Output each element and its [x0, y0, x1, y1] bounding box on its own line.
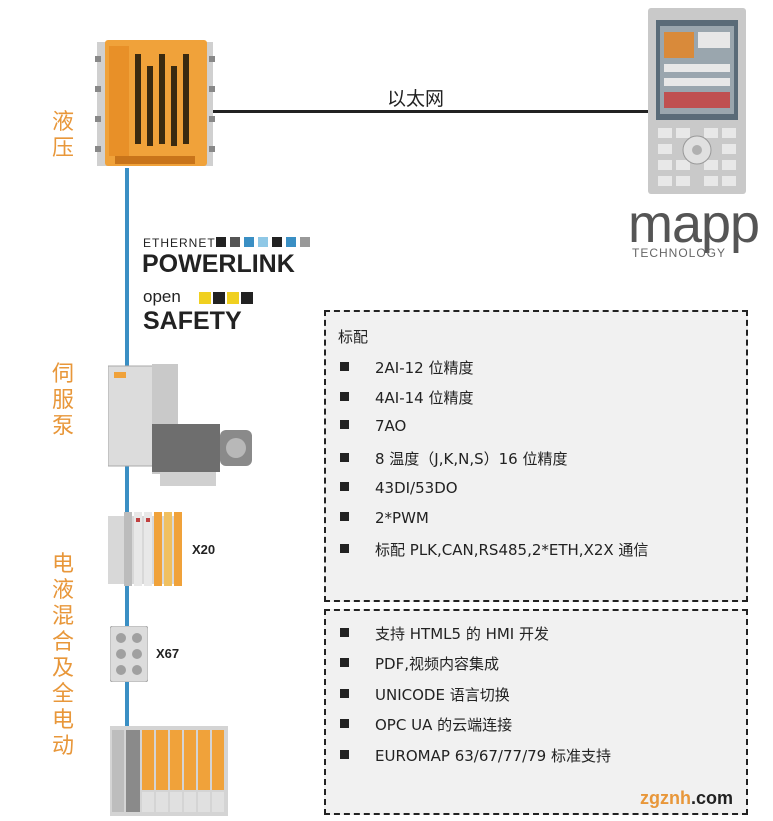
watermark-brand: zgznh: [640, 788, 691, 808]
powerlink-text: POWERLINK: [142, 250, 295, 278]
label-servo-pump: 伺服泵: [51, 362, 74, 439]
bullet-icon: [340, 482, 349, 491]
bullet-icon: [340, 362, 349, 371]
label-hybrid-electric: 电液混合及全电动: [51, 552, 74, 759]
servo-drive-image: [108, 364, 252, 486]
watermark: zgznh.com: [640, 788, 733, 809]
x20-label: X20: [192, 542, 216, 557]
x20-module-image: [108, 512, 182, 586]
list-item: 支持 HTML5 的 HMI 开发: [340, 623, 549, 644]
mapp-technology-label: TECHNOLOGY: [632, 246, 727, 260]
mapp-logo: mapp: [628, 194, 760, 254]
hmi-feature-panel: 支持 HTML5 的 HMI 开发 PDF,视频内容集成 UNICODE 语言切…: [324, 609, 748, 815]
bullet-icon: [340, 392, 349, 401]
ethernet-line: [210, 110, 650, 113]
standard-spec-header: 标配: [338, 328, 369, 346]
list-item: 8 温度（J,K,N,S）16 位精度: [340, 448, 567, 469]
plc-controller-image: [95, 40, 215, 166]
drive-rack-image: [110, 726, 228, 816]
bullet-icon: [340, 658, 349, 667]
opensafety-color-bar: [199, 292, 253, 304]
hmi-panel-image: [648, 8, 746, 194]
watermark-suffix: .com: [691, 788, 734, 808]
bullet-icon: [340, 453, 349, 462]
x67-module-image: [110, 626, 148, 682]
ethernet-text: ETHERNET: [143, 236, 216, 250]
bullet-icon: [340, 628, 349, 637]
list-item: PDF,视频内容集成: [340, 653, 499, 674]
list-item: 2*PWM: [340, 509, 429, 527]
list-item: 43DI/53DO: [340, 479, 458, 497]
list-item: 4AI-14 位精度: [340, 387, 474, 408]
list-item: 7AO: [340, 417, 406, 435]
bullet-icon: [340, 544, 349, 553]
safety-text: SAFETY: [143, 307, 242, 335]
bullet-icon: [340, 719, 349, 728]
list-item: UNICODE 语言切换: [340, 684, 510, 705]
list-item: 2AI-12 位精度: [340, 357, 474, 378]
standard-spec-panel: 标配 2AI-12 位精度 4AI-14 位精度 7AO 8 温度（J,K,N,…: [324, 310, 748, 602]
ethernet-label: 以太网: [387, 88, 445, 110]
bullet-icon: [340, 750, 349, 759]
x67-label: X67: [156, 646, 180, 661]
bullet-icon: [340, 420, 349, 429]
powerlink-color-bar: [216, 237, 310, 247]
label-hydraulic: 液压: [51, 110, 74, 161]
bullet-icon: [340, 512, 349, 521]
list-item: 标配 PLK,CAN,RS485,2*ETH,X2X 通信: [340, 539, 648, 560]
powerlink-bus-line: [125, 168, 129, 808]
list-item: OPC UA 的云端连接: [340, 714, 512, 735]
bullet-icon: [340, 689, 349, 698]
list-item: EUROMAP 63/67/77/79 标准支持: [340, 745, 611, 766]
open-text: open: [143, 287, 181, 306]
